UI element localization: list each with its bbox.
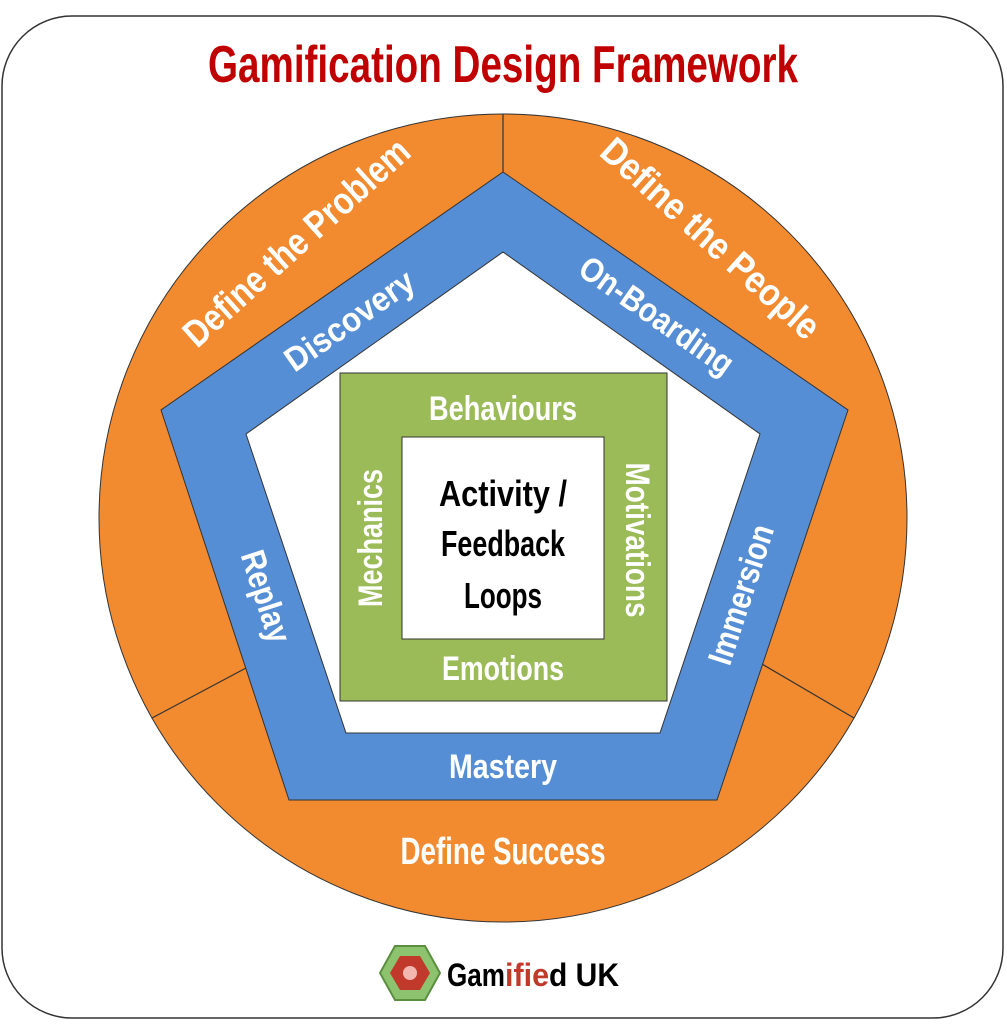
square-label-motivations: Motivations xyxy=(618,463,656,618)
logo-text-duk: d UK xyxy=(549,957,619,993)
square-label-behaviours: Behaviours xyxy=(429,390,577,428)
logo-text-gam: Gam xyxy=(447,957,505,993)
logo-text-ifie: ifie xyxy=(505,957,549,993)
square-label-mechanics: Mechanics xyxy=(352,469,390,607)
ring-divider-left xyxy=(151,667,247,719)
pentagon-label-mastery: Mastery xyxy=(449,748,557,786)
core-label-line3: Loops xyxy=(464,575,542,616)
ring-divider-right xyxy=(761,663,855,719)
core-box xyxy=(401,436,605,640)
ring-label-define-success: Define Success xyxy=(401,831,606,873)
logo-center-icon xyxy=(403,966,417,980)
square-label-emotions: Emotions xyxy=(442,650,564,688)
page-title: Gamification Design Framework xyxy=(208,36,798,94)
core-label-line2: Feedback xyxy=(441,523,566,564)
core-label-line1: Activity / xyxy=(439,473,567,514)
gamified-uk-logo: Gam ifie d UK xyxy=(378,945,619,1001)
